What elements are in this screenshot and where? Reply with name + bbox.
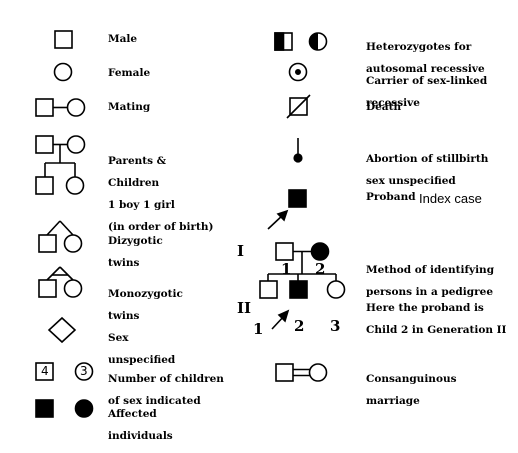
line: Here the proband is [366,302,484,314]
line: marriage [366,395,420,407]
pedigree-example [259,242,346,330]
number-male-value: 4 [41,364,49,378]
label-monozygotic-twins: Monozygotic twins [108,278,183,333]
line: recessive [366,97,420,109]
line: twins [108,310,140,322]
line: unspecified [108,354,176,366]
label-mating: Mating [108,101,151,113]
line: individuals [108,430,173,442]
label-consanguineous: Consanguinous marriage [366,363,457,418]
line: twins [108,257,140,269]
label-here-proband: Here the proband is Child 2 in Generatio… [366,292,506,347]
carrier-symbol [288,62,308,82]
label-parents-children: Parents & Children 1 boy 1 girl (in orde… [108,145,213,244]
line: Carrier of sex-linked [366,75,488,87]
line: Heterozygotes for [366,41,472,53]
label-affected: Affected individuals [108,398,173,453]
line: (in order of birth) [108,221,214,233]
line: Number of children [108,373,224,385]
dizygotic-twins-symbol [38,220,83,253]
line: Monozygotic [108,288,183,300]
label-abortion: Abortion of stillbirth sex unspecified [366,143,488,198]
number-male-box [35,362,54,381]
label-dizygotic-twins: Dizygotic twins [108,225,163,280]
line: of sex indicated [108,395,201,407]
label-heterozygotes: Heterozygotes for autosomal recessive [366,31,485,86]
line: Children [108,177,160,189]
label-index-case: Index case [419,191,482,206]
label-sex-unspecified: Sex unspecified [108,322,175,377]
label-proband: Proband [366,191,416,203]
gen-II-number-3: 3 [330,317,341,335]
death-symbol [286,94,311,119]
line: persons in a pedigree [366,286,493,298]
mating-symbol [35,98,86,117]
line: Sex [108,332,129,344]
affected-female-symbol [74,399,94,418]
monozygotic-twins-symbol [38,266,83,298]
line: Dizygotic [108,235,163,247]
line: autosomal recessive [366,63,485,75]
line: Affected [108,408,157,420]
gen-II-number-2: 2 [294,317,305,335]
label-number-of-children: Number of children of sex indicated [108,363,224,418]
label-carrier: Carrier of sex-linked recessive [366,65,487,120]
line: Consanguinous [366,373,457,385]
parents-children-symbol [35,135,86,195]
label-female: Female [108,67,151,79]
abortion-symbol [293,138,303,163]
symbols-canvas [35,30,346,418]
line: Abortion of stillbirth [366,153,489,165]
gen-I-number-2: 2 [315,260,326,278]
label-method: Method of identifying persons in a pedig… [366,254,494,309]
female-symbol [53,62,73,82]
proband-symbol [267,189,307,230]
number-female-value: 3 [80,364,88,378]
label-death: Death [366,101,402,113]
affected-male-symbol [35,399,54,418]
pedigree-symbol-legend: Male Female Mating Parents & Children 1 … [35,30,506,442]
label-male: Male [108,33,138,45]
number-female-circle [74,362,94,381]
generation-I-label: I [237,242,245,260]
gen-I-number-1: 1 [281,260,292,278]
sex-unspecified-symbol [47,316,77,344]
line: 1 boy 1 girl [108,199,175,211]
heterozygote-symbols [274,32,328,51]
male-symbol [54,30,73,49]
line: Method of identifying [366,264,495,276]
line: Parents & [108,155,167,167]
generation-II-label: II [237,299,252,317]
line: Child 2 in Generation II [366,324,507,336]
line: sex unspecified [366,175,456,187]
consanguineous-marriage-symbol [275,363,328,382]
gen-II-number-1: 1 [253,320,264,338]
